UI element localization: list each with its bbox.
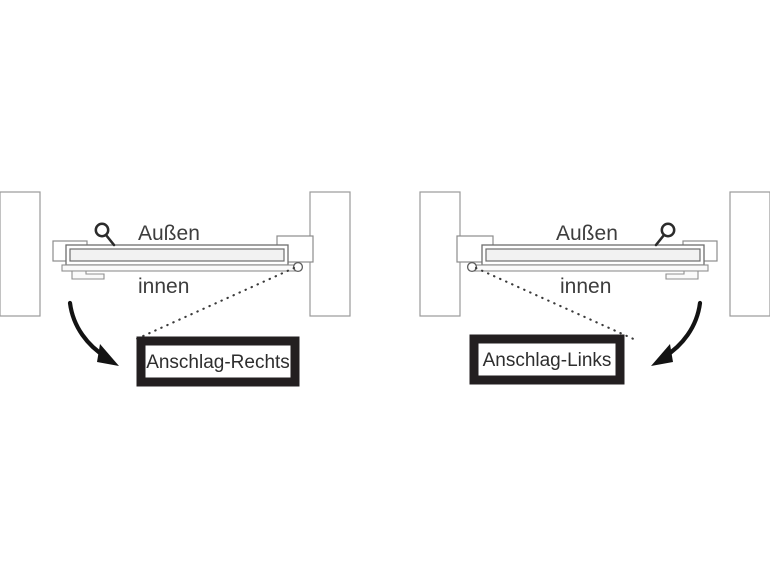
door-frame-assembly	[456, 235, 718, 280]
label-box-text: Anschlag-Links	[483, 350, 612, 371]
wall-block-left	[0, 191, 41, 317]
label-box-anschlag-rechts: Anschlag-Rechts	[136, 336, 300, 387]
wall-block-right	[309, 191, 351, 317]
hinge-pivot-icon	[292, 261, 304, 273]
panel-left-hand-door: Außen innen Anschlag-Links	[419, 191, 770, 385]
inside-label: innen	[138, 275, 189, 298]
door-handle-icon	[654, 222, 676, 247]
outside-label: Außen	[556, 222, 618, 245]
wall-block-right	[729, 191, 770, 317]
swing-arrow	[67, 300, 119, 366]
door-handle-icon	[94, 222, 116, 247]
inside-label: innen	[560, 275, 611, 298]
label-box-text: Anschlag-Rechts	[146, 352, 290, 373]
label-box-anschlag-links: Anschlag-Links	[469, 334, 625, 385]
swing-arrow	[651, 300, 703, 366]
panel-right-hand-door: Außen innen Anschlag-Rechts	[0, 191, 351, 387]
wall-block-left	[419, 191, 461, 317]
door-frame-assembly	[52, 235, 314, 280]
outside-label: Außen	[138, 222, 200, 245]
hinge-pivot-icon	[466, 261, 478, 273]
